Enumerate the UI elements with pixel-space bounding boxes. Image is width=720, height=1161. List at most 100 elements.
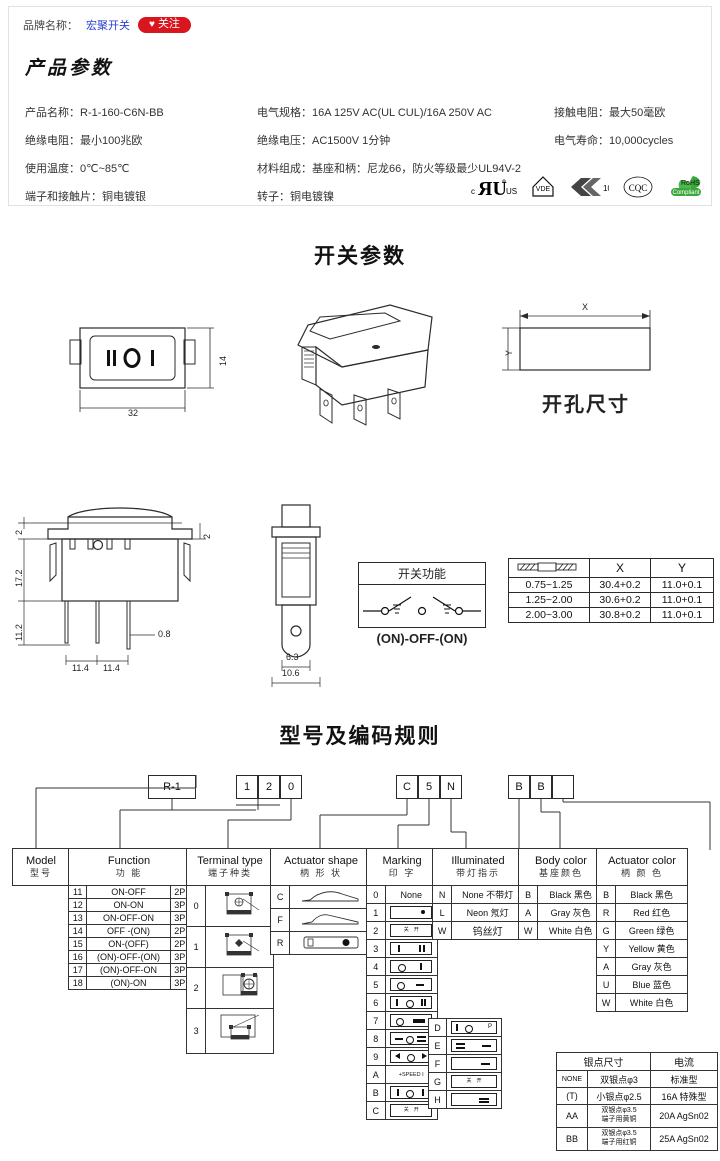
end-view-inner-width-dim: 6.3 [286, 652, 299, 662]
actuator-shape-code-0: C [269, 885, 291, 909]
actuator-color-code-4: A [595, 957, 617, 976]
actuator-color-code-0: B [595, 885, 617, 904]
table-row: E [428, 1036, 502, 1055]
illuminated-desc-2: 钨丝灯 [451, 921, 524, 940]
code-box-marking: 5 [418, 775, 440, 799]
spec-rotor-material: 转子：铜电镀镍 [257, 191, 334, 203]
marking-extra-symbol-D: P [446, 1018, 502, 1037]
decode-table-silver-contact: 银点尺寸 电流 NONE 双银点φ3 标准型 (T) 小银点φ2.5 16A 特… [556, 1052, 718, 1151]
body-color-desc-1: Gray 灰色 [537, 903, 604, 922]
terminal-drawing-3 [205, 1008, 274, 1054]
marking-code-7: 7 [366, 1011, 386, 1030]
rohs-compliant-logo: RoHS Compliant [667, 173, 707, 201]
follow-button[interactable]: ♥ 关注 [138, 17, 191, 33]
xy-r2-y: 11.0+0.1 [650, 607, 714, 623]
code-box-function-2: 2 [258, 775, 280, 799]
marking-extra-code-D: D [428, 1018, 447, 1037]
actuator-color-desc-4: Gray 灰色 [615, 957, 688, 976]
table-row: 0 [185, 885, 274, 927]
switch-function-caption: (ON)-OFF-(ON) [376, 631, 468, 646]
svg-text:CQC: CQC [629, 183, 648, 193]
model-header-cn: 型号 [29, 868, 52, 879]
table-row: 2 [185, 967, 274, 1009]
fn-desc-3: OFF -(ON) [86, 924, 171, 938]
table-row: 0.75~1.25 30.4+0.2 11.0+0.1 [508, 577, 714, 593]
terminal-drawing-0 [205, 885, 274, 927]
actuator-color-desc-3: Yellow 黄色 [615, 939, 688, 958]
actuator-shape-header-cn: 柄 形 状 [299, 868, 342, 879]
body-color-code-2: W [517, 921, 539, 940]
silver-current-1: 16A 特殊型 [650, 1087, 718, 1105]
marking-code-0: 0 [366, 885, 386, 904]
spec-product-name: 产品名称：R-1-160-C6N-BB [25, 107, 164, 119]
culus-logo: c ЯU US [471, 173, 517, 201]
silver-current-0: 标准型 [650, 1070, 718, 1088]
fn-desc-4: ON-(OFF) [86, 937, 171, 951]
fn-code-5: 16 [67, 950, 88, 964]
decode-table-marking-extra: D P E F G 关 开 H [428, 1018, 502, 1109]
actuator-shape-header-en: Actuator shape [284, 854, 358, 867]
coding-section-title: 型号及编码规则 [279, 725, 441, 748]
body-color-desc-0: Black 黑色 [537, 885, 604, 904]
marking-symbol-1 [384, 903, 439, 922]
table-row: (T) 小银点φ2.5 16A 特殊型 [556, 1087, 718, 1105]
xy-header-symbol [508, 558, 590, 578]
end-view-drawing: 6.3 10.6 [250, 495, 360, 695]
marking-symbol-5 [384, 975, 439, 994]
function-header-cn: 功 能 [115, 868, 143, 879]
side-pin-height-dim: 11.2 [14, 624, 24, 641]
table-row: F [269, 908, 372, 932]
fn-desc-6: (ON)-OFF-ON [86, 963, 171, 977]
body-color-code-0: B [517, 885, 539, 904]
brand-row: 品牌名称： 宏聚开关 ♥ 关注 [23, 17, 191, 33]
terminal-header: Terminal type 端子种类 [186, 848, 274, 886]
brand-name-link[interactable]: 宏聚开关 [86, 20, 130, 32]
switch-function-header: 开关功能 [358, 562, 486, 584]
table-row: 1 [366, 903, 439, 922]
body-color-header-cn: 基座颜色 [538, 868, 583, 879]
marking-code-4: 4 [366, 957, 386, 976]
illuminated-code-1: L [431, 903, 453, 922]
actuator-shape-drawing-f [289, 908, 372, 932]
fn-code-7: 18 [67, 976, 88, 990]
marking-symbol-C: 关 开 [384, 1101, 439, 1120]
decode-table-actuator-shape: Actuator shape 柄 形 状 C F R [269, 848, 372, 955]
terminal-header-en: Terminal type [197, 854, 263, 867]
code-box-actuator-shape: C [396, 775, 418, 799]
svg-text:10: 10 [603, 184, 609, 193]
actuator-color-header-cn: 柄 颜 色 [620, 868, 663, 879]
model-header-en: Model [26, 854, 56, 867]
xy-r1-y: 11.0+0.1 [650, 592, 714, 608]
silver-current-3: 25A AgSn02 [650, 1127, 718, 1151]
actuator-color-desc-2: Green 绿色 [615, 921, 688, 940]
svg-text:ЯU: ЯU [478, 178, 507, 200]
actuator-color-desc-6: White 白色 [615, 993, 688, 1012]
panel-cutout-label: 开孔尺寸 [542, 394, 630, 416]
silver-code-0: NONE [556, 1070, 588, 1088]
marking-extra-code-E: E [428, 1036, 447, 1055]
table-row: C 关 开 [366, 1101, 439, 1120]
marking-code-9: 9 [366, 1047, 386, 1066]
marking-extra-code-H: H [428, 1090, 447, 1109]
body-color-header-en: Body color [535, 854, 587, 867]
fn-desc-0: ON-OFF [86, 885, 171, 899]
actuator-color-code-1: R [595, 903, 617, 922]
actuator-color-header-en: Actuator color [608, 854, 676, 867]
silver-header-size: 银点尺寸 [556, 1052, 651, 1071]
perspective-view-drawing [280, 295, 450, 430]
actuator-shape-header: Actuator shape 柄 形 状 [270, 848, 372, 886]
actuator-color-desc-0: Black 黑色 [615, 885, 688, 904]
marking-code-6: 6 [366, 993, 386, 1012]
